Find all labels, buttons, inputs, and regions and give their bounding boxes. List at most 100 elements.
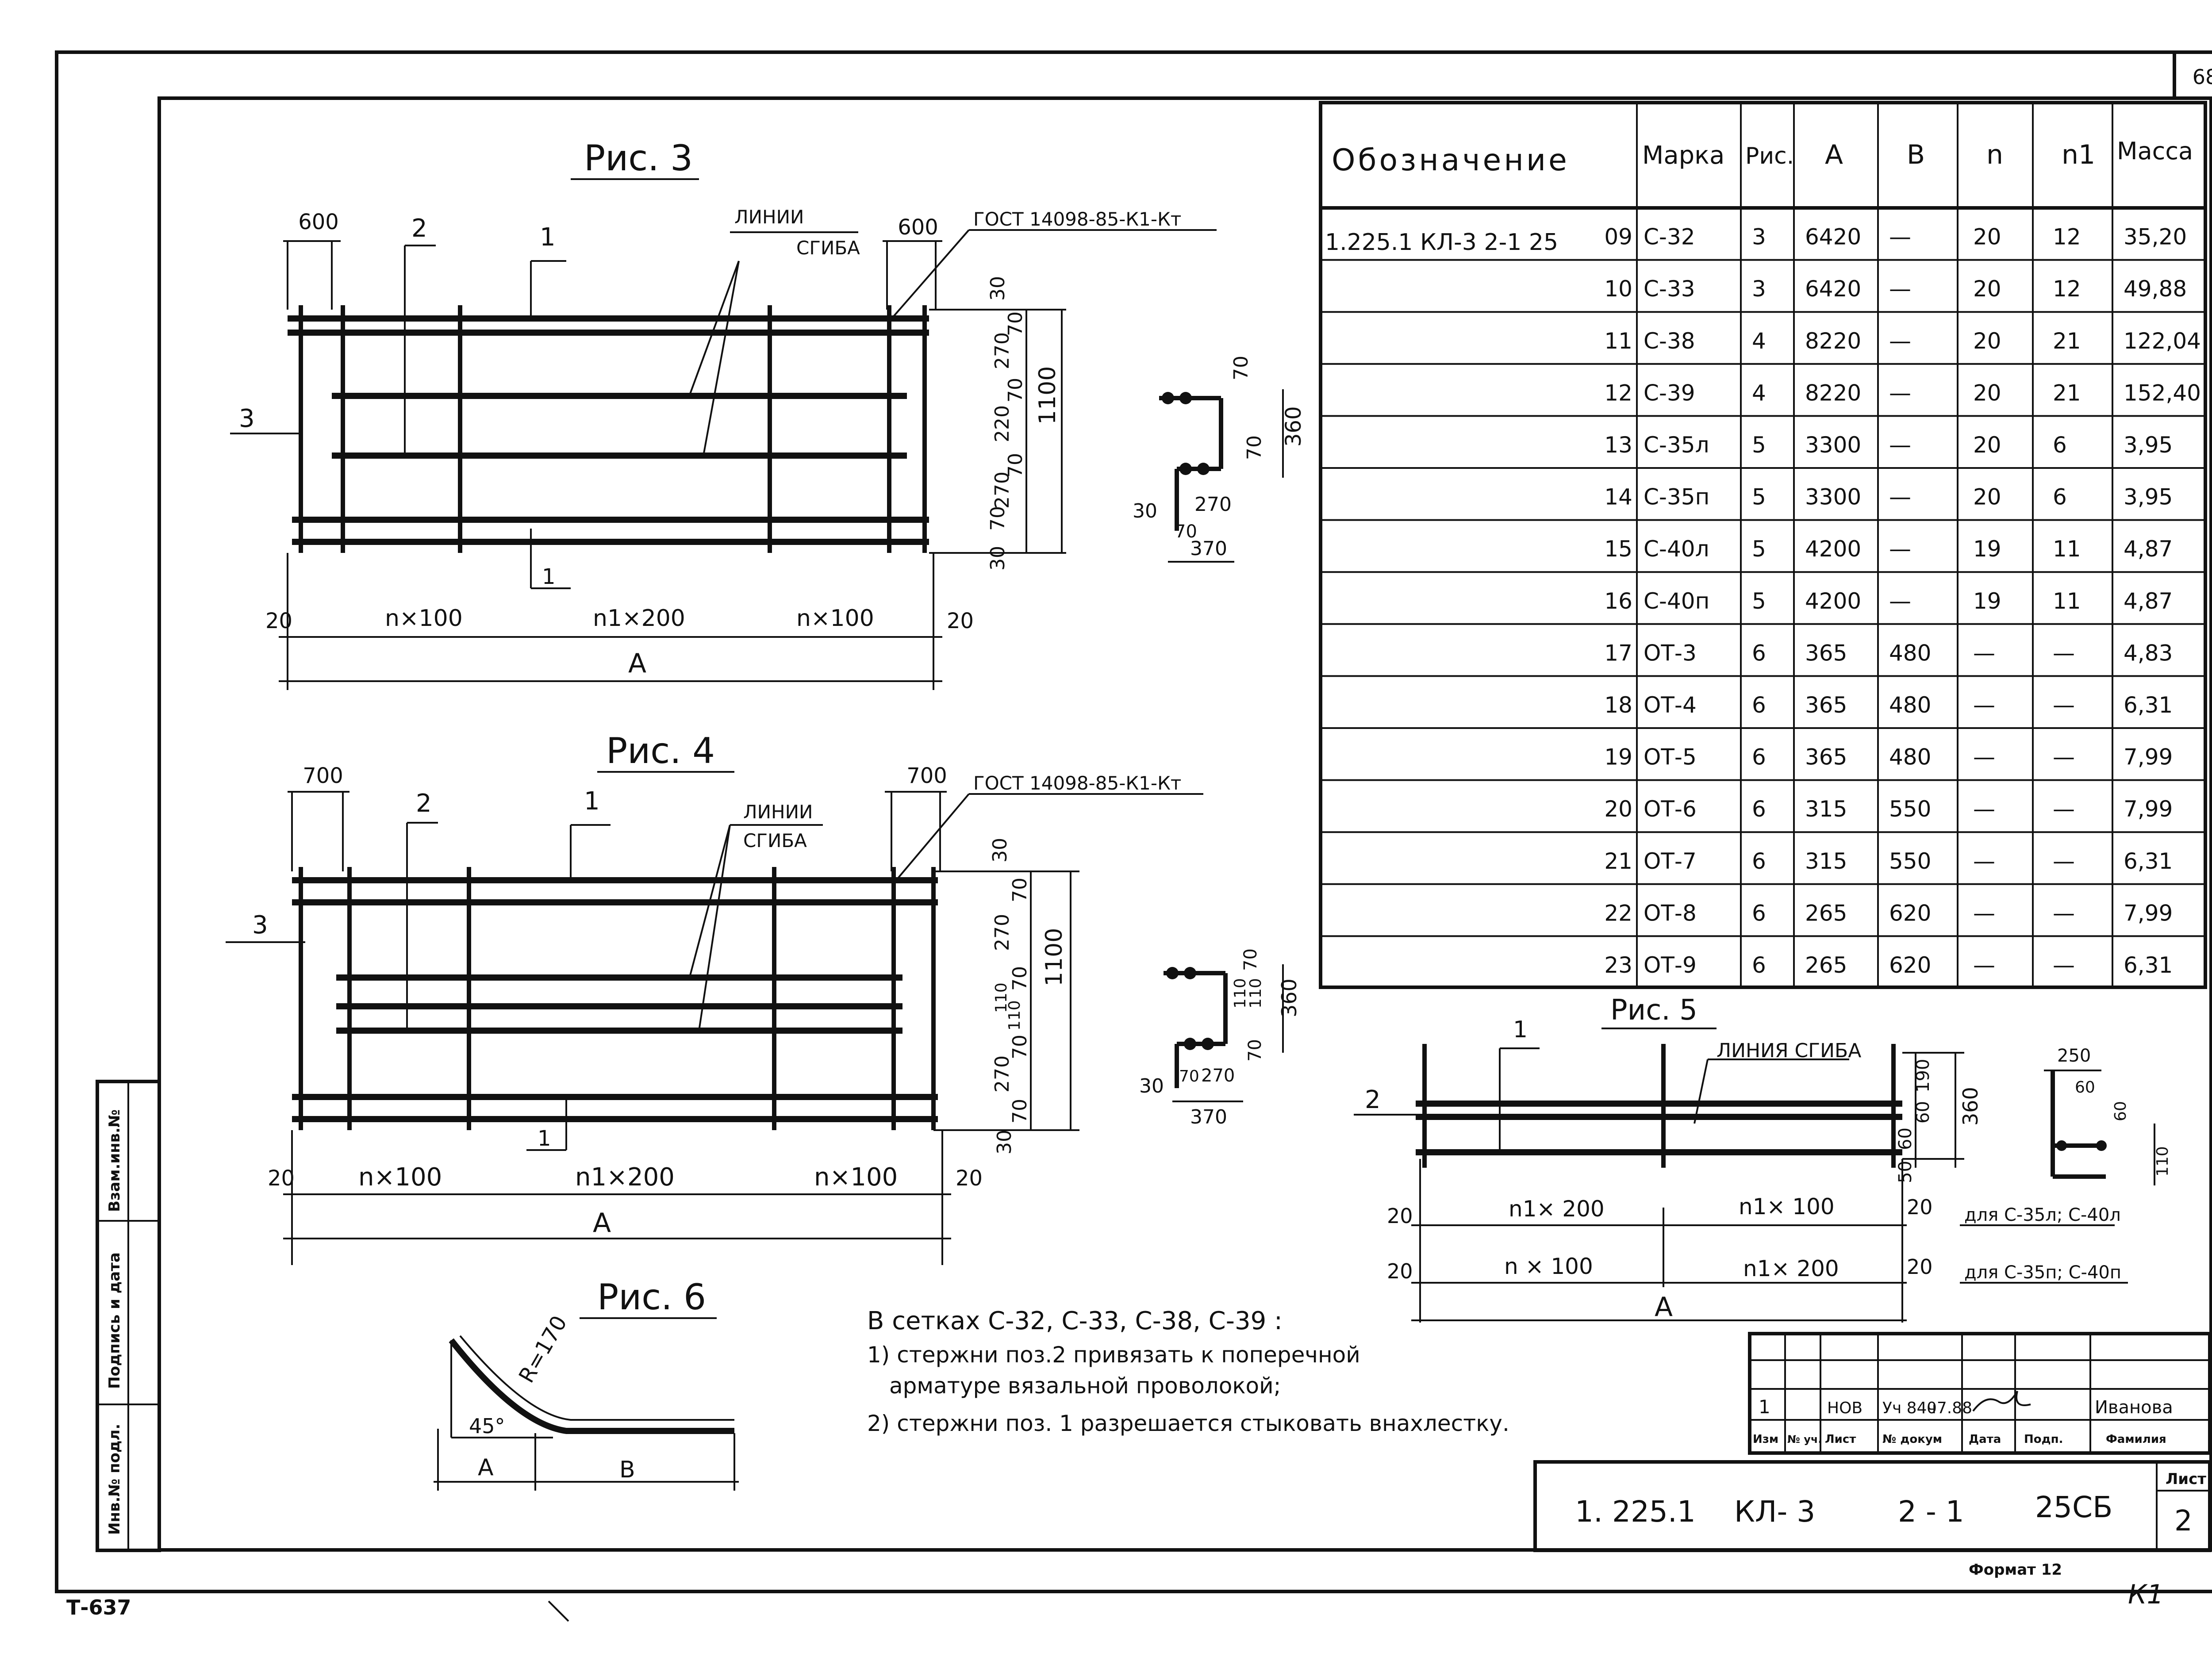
fig3-dim-0: 30 (987, 276, 1009, 301)
fig4-dim-5: 110 (1006, 1000, 1024, 1031)
fig3s-d3: 360 (1281, 406, 1306, 447)
table-cell-mass: 35,20 (2124, 224, 2187, 250)
fig4s-d3: 110 (1247, 978, 1265, 1009)
fig4s-d9: 370 (1190, 1106, 1227, 1128)
fig4-pos1: 1 (584, 787, 600, 816)
table-cell-no: 19 (1604, 744, 1632, 770)
table-cell-mass: 4,83 (2124, 640, 2173, 666)
fig5s-d3: 110 (2154, 1146, 2172, 1177)
table-cell-b: 550 (1889, 796, 1931, 822)
table-cell-fig: 5 (1752, 588, 1766, 614)
hdr-podp: Подп. (2024, 1433, 2063, 1446)
table-cell-a: 3300 (1805, 484, 1861, 510)
table-cell-fig: 6 (1752, 848, 1766, 874)
fig4-dim-0: 30 (989, 838, 1011, 863)
fig3-dim-3: 70 (1004, 378, 1027, 403)
fig5s-d2: 60 (2112, 1101, 2130, 1121)
table-cell-n1: 21 (2053, 328, 2081, 354)
fig3s-d7: 370 (1190, 537, 1227, 560)
fig4-dim-6: 70 (1009, 1035, 1031, 1059)
table-cell-no: 17 (1604, 640, 1632, 666)
fig4s-d5: 360 (1277, 978, 1301, 1017)
fig3-dim-seg2: n1×200 (593, 605, 685, 632)
table-header-n1: n1 (2062, 139, 2095, 170)
code-2: КЛ- 3 (1734, 1495, 1815, 1529)
code-4: 25СБ (2035, 1490, 2112, 1524)
table-cell-a: 315 (1805, 796, 1847, 822)
table-cell-a: 3300 (1805, 432, 1861, 458)
table-cell-n: 19 (1973, 588, 2001, 614)
table-cell-mark: С-38 (1644, 328, 1695, 354)
notes-line1: 1) стержни поз.2 привязать к поперечной (867, 1342, 1360, 1368)
table-cell-b: — (1889, 432, 1911, 458)
table-cell-mass: 122,04 (2124, 328, 2201, 354)
table-cell-a: 265 (1805, 952, 1847, 978)
table-cell-mark: С-40п (1644, 588, 1709, 614)
fig5-row1-seg1: n1× 200 (1509, 1196, 1605, 1222)
table-cell-mark: С-35л (1644, 432, 1709, 458)
table-cell-fig: 6 (1752, 640, 1766, 666)
table-cell-mass: 3,95 (2124, 484, 2173, 510)
table-cell-a: 4200 (1805, 588, 1861, 614)
table-cell-mass: 49,88 (2124, 276, 2187, 302)
fig3-bend-2: СГИБА (796, 237, 860, 259)
table-cell-mark: ОТ-9 (1644, 952, 1697, 978)
fig4-left-offset: 700 (303, 763, 343, 788)
fig3-dim-8: 30 (987, 546, 1009, 571)
page-number: 68 (2193, 65, 2212, 89)
table-cell-no: 21 (1604, 848, 1632, 874)
table-header-n: n (1986, 139, 2003, 170)
figure-6: Рис. 6 R=170 45° А В (434, 1277, 739, 1491)
table-cell-fig: 6 (1752, 900, 1766, 926)
stamp-inv-podl: Инв.№ подл. (106, 1424, 123, 1535)
table-cell-mark: ОТ-6 (1644, 796, 1697, 822)
fig4-section-mark: 1 (538, 1126, 551, 1151)
table-cell-mass: 3,95 (2124, 432, 2173, 458)
fig3-gost: ГОСТ 14098-85-К1-Кт (973, 208, 1181, 230)
table-cell-n1: — (2053, 692, 2075, 718)
table-cell-n: 20 (1973, 380, 2001, 406)
fig4-pos3: 3 (252, 911, 268, 940)
table-cell-mass: 6,31 (2124, 848, 2173, 874)
table-cell-n1: 6 (2053, 484, 2067, 510)
fig6-dim-a: А (478, 1454, 494, 1481)
notes-line2: арматуре вязальной проволокой; (889, 1373, 1281, 1399)
fig4s-d1: 70 (1240, 948, 1261, 971)
table-header-mark: Марка (1642, 141, 1724, 170)
fig3-right-offset: 600 (898, 215, 938, 240)
fig3-dim-seg3: n×100 (796, 605, 874, 632)
table-cell-fig: 5 (1752, 432, 1766, 458)
fig3-dim-4: 220 (991, 405, 1014, 442)
table-cell-mark: ОТ-4 (1644, 692, 1697, 718)
table-header-a: А (1825, 139, 1843, 170)
fig4s-d2: 110 (1231, 978, 1249, 1009)
table-cell-fig: 3 (1752, 276, 1766, 302)
table-cell-no: 14 (1604, 484, 1632, 510)
table-cell-mass: 4,87 (2124, 536, 2173, 562)
fig3-dim-7: 70 (987, 506, 1009, 531)
table-cell-n: — (1973, 900, 1995, 926)
table-cell-no: 15 (1604, 536, 1632, 562)
table-cell-no: 18 (1604, 692, 1632, 718)
fig4-gost: ГОСТ 14098-85-К1-Кт (973, 772, 1181, 794)
fig4-bend-2: СГИБА (743, 830, 807, 851)
table-cell-n: — (1973, 744, 1995, 770)
table-cell-mass: 6,31 (2124, 692, 2173, 718)
fig4-right-offset: 700 (906, 763, 947, 788)
fig3-dim-edge-left: 20 (265, 609, 292, 633)
fig5-dim-1: 60 (1913, 1101, 1933, 1124)
fig3-total-height: 1100 (1034, 366, 1061, 425)
table-cell-b: — (1889, 224, 1911, 250)
fig3-dim-6: 270 (991, 472, 1014, 509)
table-cell-mark: ОТ-8 (1644, 900, 1697, 926)
table-cell-b: — (1889, 276, 1911, 302)
table-cell-n: 20 (1973, 224, 2001, 250)
sheet-label: Лист (2166, 1470, 2206, 1488)
table-cell-n1: 11 (2053, 588, 2081, 614)
fig3s-d5: 30 (1133, 500, 1157, 522)
table-cell-n1: 12 (2053, 224, 2081, 250)
fig6-angle: 45° (469, 1414, 505, 1438)
fig4s-d4: 70 (1245, 1039, 1265, 1062)
fig5-pos1: 1 (1513, 1016, 1528, 1043)
fig5s-w: 250 (2057, 1046, 2091, 1066)
